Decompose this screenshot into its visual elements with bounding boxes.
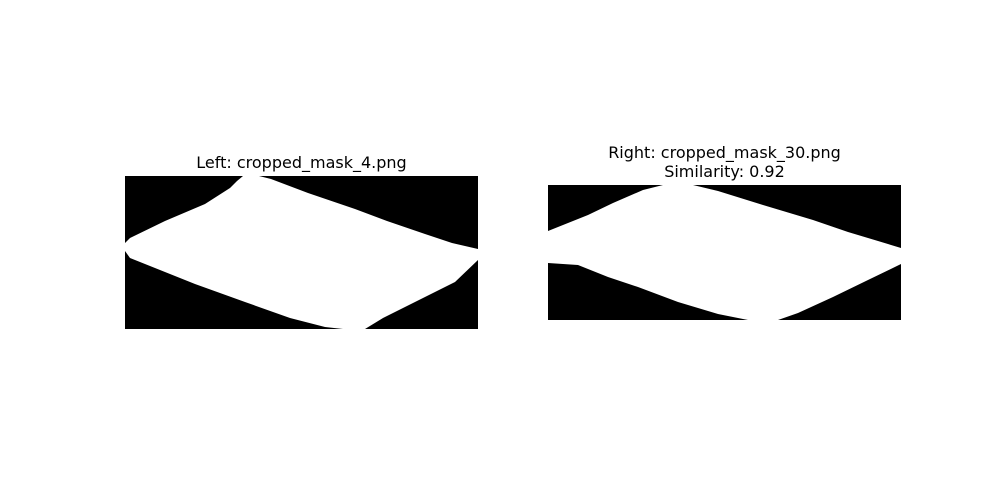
left-mask-shape (125, 176, 478, 329)
right-panel-title: Right: cropped_mask_30.png (608, 143, 841, 162)
right-mask-image (548, 185, 901, 320)
right-mask-shape (548, 185, 901, 320)
similarity-score: Similarity: 0.92 (664, 162, 785, 181)
left-mask-image (125, 176, 478, 329)
left-panel-title: Left: cropped_mask_4.png (196, 153, 407, 172)
